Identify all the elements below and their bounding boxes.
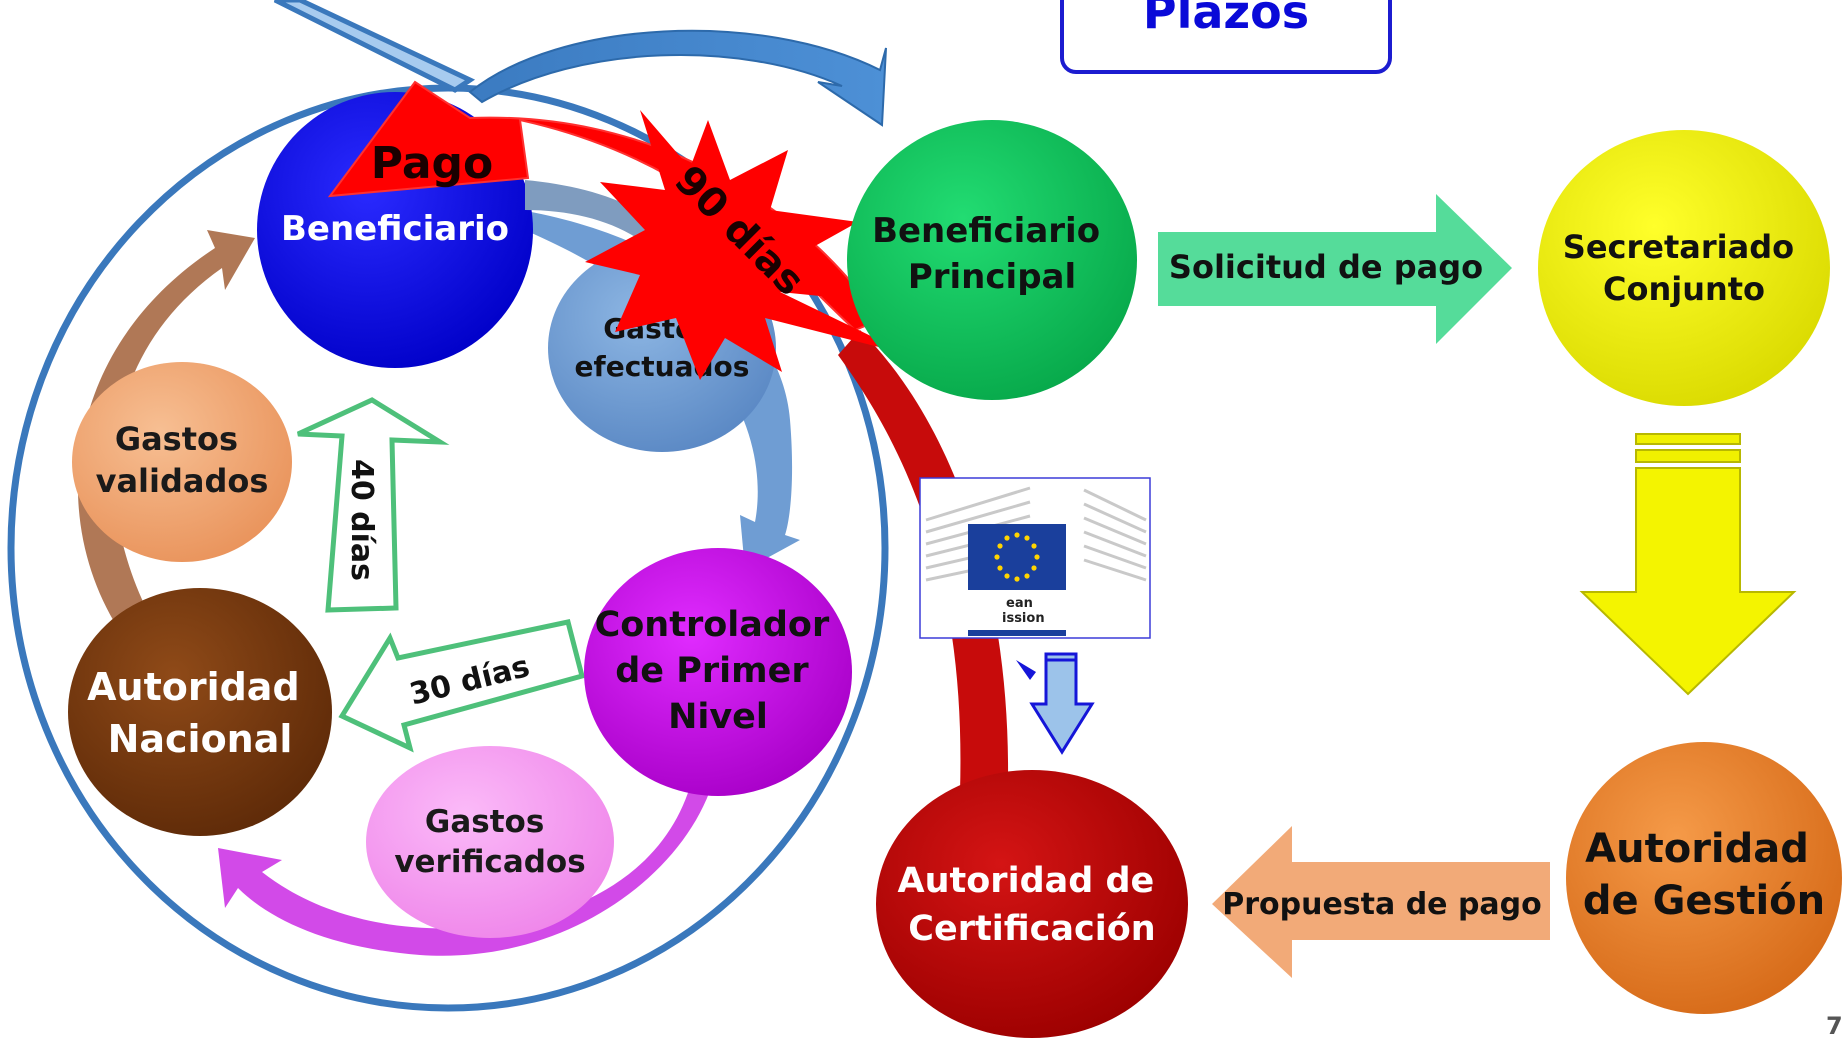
european-commission-logo: ean ission <box>919 477 1151 639</box>
node-autoridad-gestion: Autoridad de Gestión <box>1566 742 1842 1014</box>
node-gastos-verificados: Gastos verificados <box>366 746 614 938</box>
arrow-controlador-to-nacional <box>218 780 712 956</box>
arrow-into-beneficiario <box>525 180 660 240</box>
arrow-40-dias: 40 días <box>296 397 450 613</box>
arrow-propuesta-pago: Propuesta de pago <box>1212 826 1550 978</box>
node-autoridad-certificacion: Autoridad de Certificación <box>876 770 1188 1038</box>
sweep-arrow-to-principal <box>468 29 887 127</box>
svg-text:Secretariado Conjunto: Secretariado Conjunto <box>1563 228 1805 308</box>
node-controlador: Controlador de Primer Nivel <box>584 548 852 796</box>
label-solicitud-pago: Solicitud de pago <box>1169 248 1483 286</box>
label-propuesta-pago: Propuesta de pago <box>1222 887 1542 922</box>
arrow-logo-to-certificacion <box>1016 652 1095 755</box>
svg-text:ission: ission <box>1002 611 1045 626</box>
eu-stars-icon <box>994 532 1040 582</box>
svg-text:Autoridad de Gestión: Autoridad de Gestión <box>1583 826 1825 924</box>
svg-text:Autoridad Nacional: Autoridad Nacional <box>87 665 313 761</box>
svg-text:Controlador de Primer: Controlador de Primer Nivel <box>595 605 842 737</box>
svg-text:Beneficiario: Beneficiario <box>281 209 509 249</box>
node-gastos-validados: Gastos validados <box>72 362 292 562</box>
arrow-certificacion-to-principal <box>838 330 1009 792</box>
svg-text:Beneficiario Principal: Beneficiario Principal <box>872 211 1112 297</box>
svg-text:Autoridad de Certificaci: Autoridad de Certificación <box>898 861 1167 949</box>
node-beneficiario-principal: Beneficiario Principal <box>847 120 1137 400</box>
node-autoridad-nacional: Autoridad Nacional <box>68 588 332 836</box>
title: Plazos <box>1143 0 1309 39</box>
arrow-secretariado-to-gestion <box>1579 433 1797 696</box>
arrow-solicitud-pago: Solicitud de pago <box>1158 194 1512 344</box>
svg-text:ean: ean <box>1006 596 1033 611</box>
title-box: Plazos <box>1060 0 1392 74</box>
entry-arrow <box>273 0 476 93</box>
svg-text:Gastos verificados: Gastos verificados <box>394 804 585 880</box>
pago-label: Pago <box>371 138 493 189</box>
label-40-dias: 40 días <box>344 459 379 581</box>
arrow-30-dias: 30 días <box>338 619 586 753</box>
node-secretariado: Secretariado Conjunto <box>1538 130 1830 406</box>
svg-text:Gastos validados: Gastos validados <box>96 420 269 500</box>
page-number: 7 <box>1826 1012 1842 1040</box>
